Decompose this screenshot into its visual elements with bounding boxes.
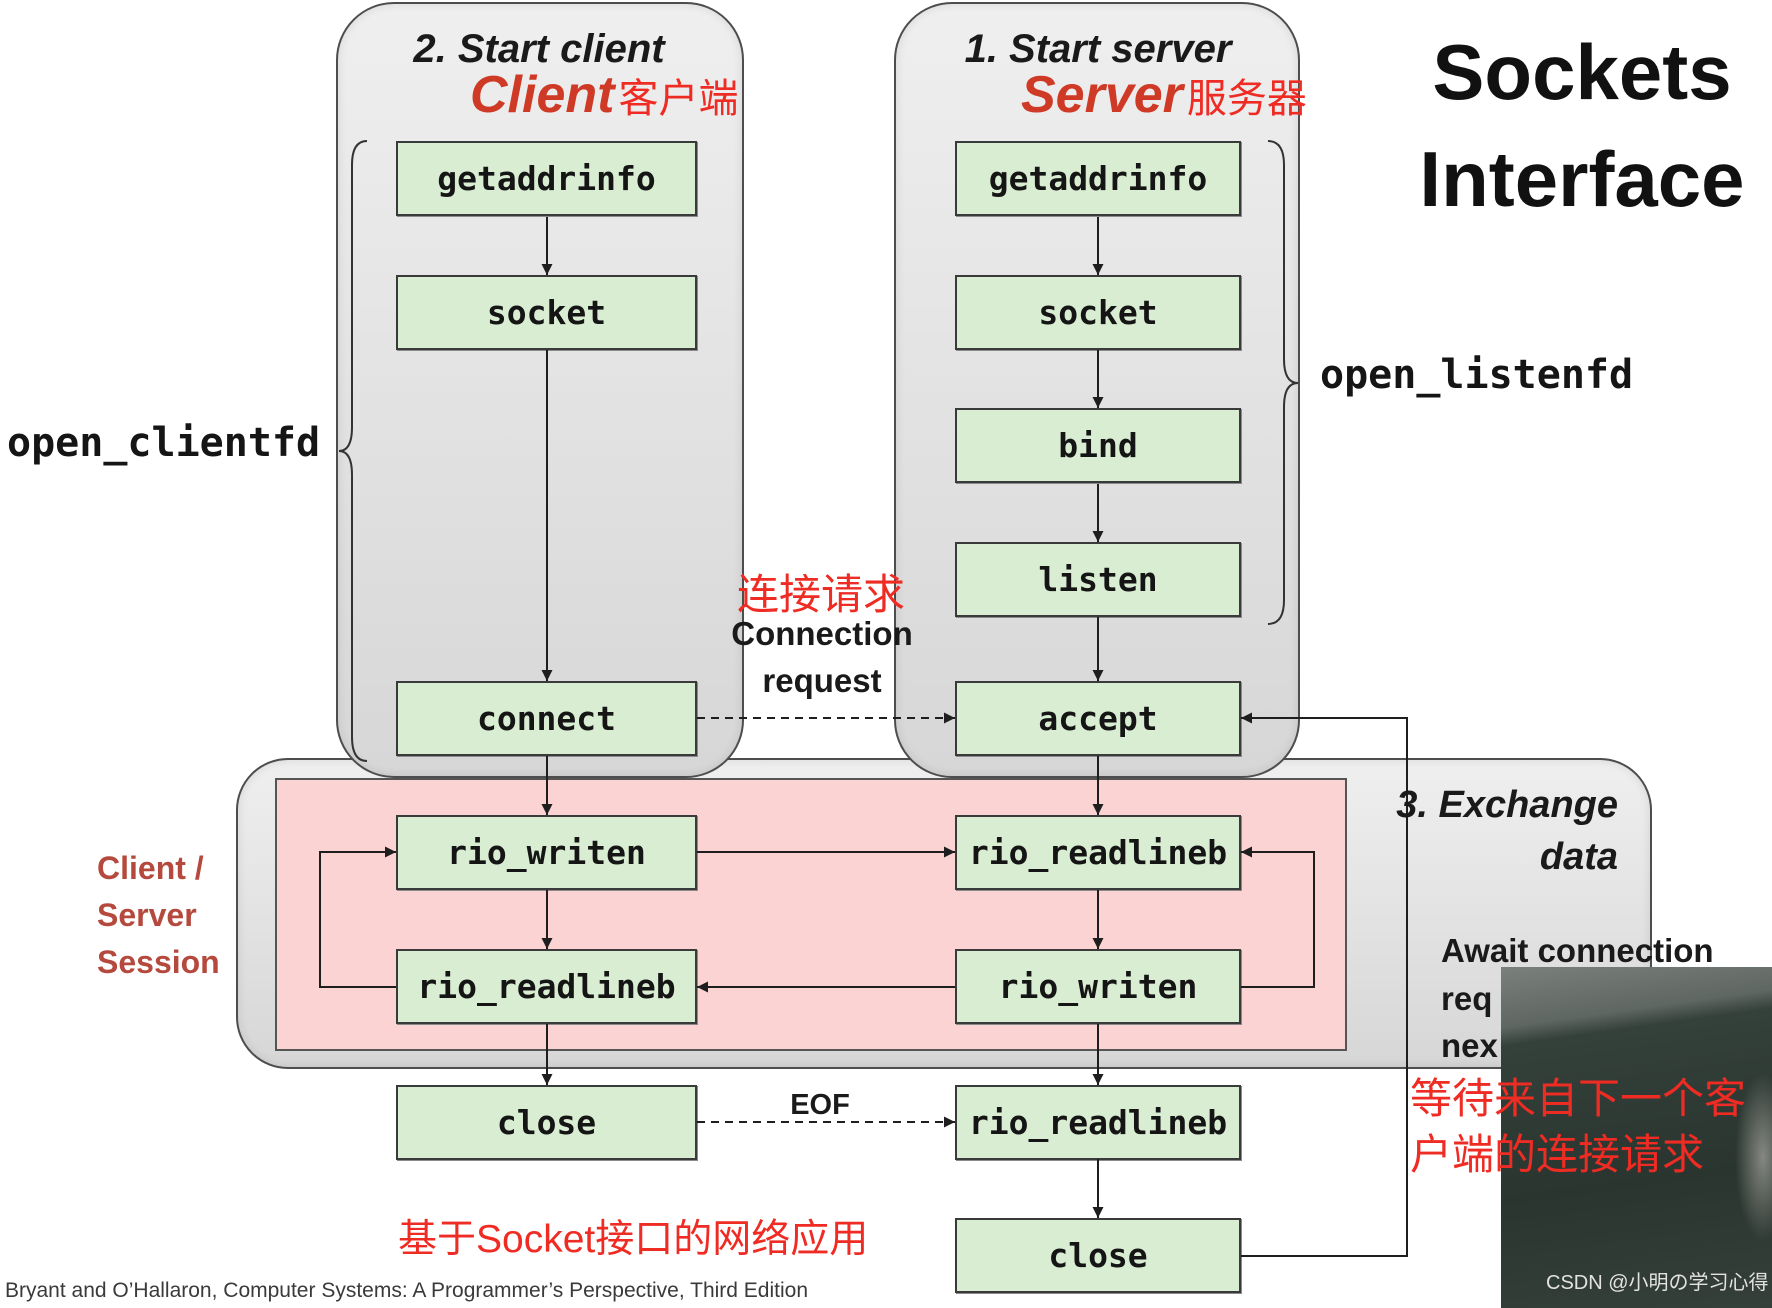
- lecture-video-thumbnail: [1501, 967, 1772, 1308]
- server-step-rio-readlineb-eof: rio_readlineb: [955, 1085, 1241, 1160]
- session-label-line2: Server: [97, 897, 197, 933]
- client-step-rio-readlineb: rio_readlineb: [396, 949, 697, 1024]
- client-heading: 2. Start client: [413, 27, 665, 71]
- server-step-rio-writen: rio_writen: [955, 949, 1241, 1024]
- await-note-zh-line2: 户端的连接请求: [1410, 1131, 1705, 1178]
- client-label-zh: 客户端: [618, 77, 739, 121]
- connection-request-label-line2: request: [762, 662, 882, 699]
- server-label-zh: 服务器: [1186, 77, 1307, 121]
- exchange-data-label-line2: data: [1539, 836, 1618, 878]
- csdn-watermark: CSDN @小明の学习心得: [1546, 1272, 1769, 1294]
- client-step-close: close: [396, 1085, 697, 1160]
- await-connection-note-line2: req: [1441, 979, 1493, 1017]
- connection-request-label-zh: 连接请求: [736, 571, 905, 618]
- server-step-accept: accept: [955, 681, 1241, 756]
- page-title-line1: Sockets: [1432, 28, 1732, 116]
- server-step-listen: listen: [955, 542, 1241, 617]
- book-credit: Bryant and O’Hallaron, Computer Systems:…: [5, 1279, 809, 1302]
- server-step-rio-readlineb: rio_readlineb: [955, 815, 1241, 890]
- client-step-connect: connect: [396, 681, 697, 756]
- session-label-line3: Session: [97, 944, 220, 980]
- session-label: Client / Server Session: [97, 845, 220, 986]
- open-clientfd-label: open_clientfd: [7, 420, 321, 466]
- client-step-rio-writen: rio_writen: [396, 815, 697, 890]
- server-step-bind: bind: [955, 408, 1241, 483]
- server-step-socket: socket: [955, 275, 1241, 350]
- server-step-getaddrinfo: getaddrinfo: [955, 141, 1241, 216]
- await-connection-note-line1: Await connection: [1441, 932, 1714, 969]
- connection-request-label-line1: Connection: [731, 615, 913, 652]
- session-label-line1: Client /: [97, 850, 204, 886]
- client-step-getaddrinfo: getaddrinfo: [396, 141, 697, 216]
- exchange-data-label-line1: 3. Exchange: [1396, 784, 1618, 826]
- await-connection-note-line3: nex: [1441, 1027, 1498, 1064]
- eof-label: EOF: [790, 1089, 850, 1121]
- client-label: Client: [470, 66, 615, 124]
- client-container: [336, 2, 744, 778]
- await-note-zh-line1: 等待来自下一个客: [1410, 1075, 1747, 1122]
- page-title-line2: Interface: [1419, 135, 1745, 223]
- server-step-close: close: [955, 1218, 1241, 1293]
- caption-zh: 基于Socket接口的网络应用: [398, 1218, 869, 1261]
- await-connection-note: Await connection req nex: [1441, 927, 1714, 1070]
- server-heading: 1. Start server: [964, 27, 1232, 71]
- await-note-zh: 等待来自下一个客 户端的连接请求: [1410, 1071, 1746, 1183]
- client-step-socket: socket: [396, 275, 697, 350]
- server-label: Server: [1021, 66, 1183, 124]
- open-listenfd-label: open_listenfd: [1320, 352, 1634, 398]
